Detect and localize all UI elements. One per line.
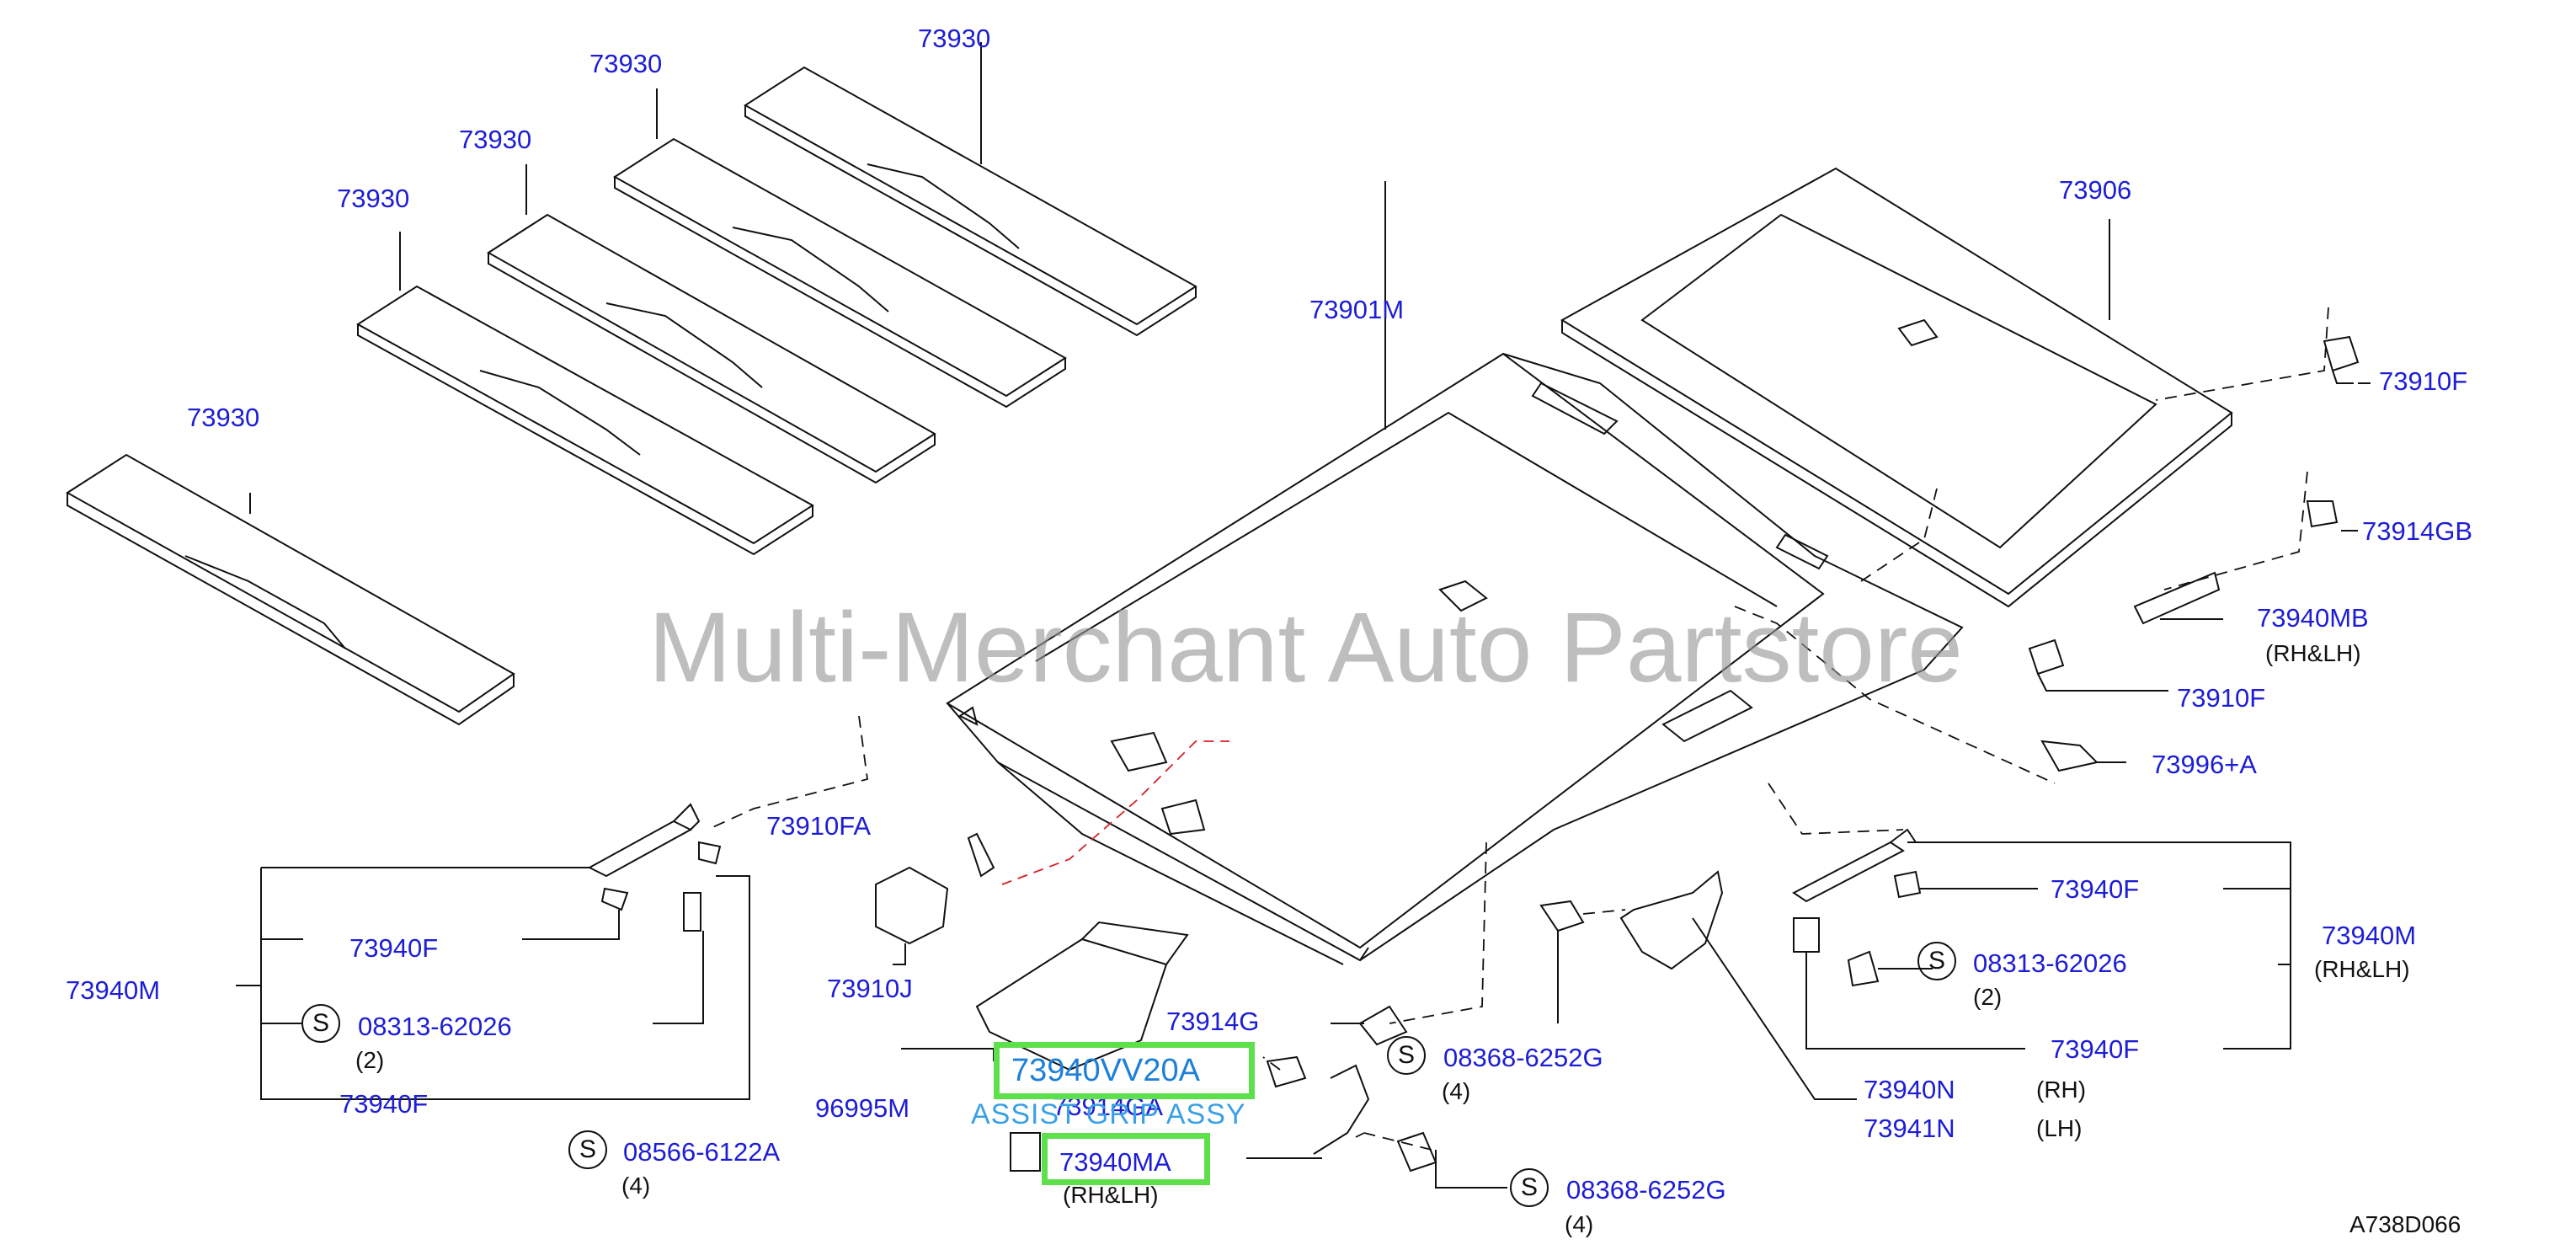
- label-73940n[interactable]: 73940N: [1864, 1075, 1955, 1104]
- label-73940m-right[interactable]: 73940M: [2322, 921, 2417, 950]
- caption-assist-grip-assy: ASSIST GRIP ASSY: [971, 1098, 1246, 1130]
- dashed-leaders: [707, 307, 2329, 1151]
- label-73940vv20a[interactable]: 73940VV20A: [1011, 1053, 1200, 1088]
- label-08313-right[interactable]: 08313-62026: [1973, 948, 2127, 978]
- label-73910j[interactable]: 73910J: [827, 974, 913, 1003]
- label-73930-2[interactable]: 73930: [337, 184, 410, 213]
- label-73930-4[interactable]: 73930: [589, 49, 663, 78]
- label-73930-3[interactable]: 73930: [459, 125, 532, 154]
- diagram-code: A738D066: [2349, 1211, 2461, 1237]
- label-73941n[interactable]: 73941N: [1864, 1114, 1955, 1143]
- right-grip-parts: [1396, 870, 1857, 1189]
- insulator-strip-1: [66, 453, 515, 726]
- label-73910fa[interactable]: 73910FA: [766, 811, 872, 841]
- highlight-box-73940ma[interactable]: 73940MA: [1042, 1133, 1210, 1185]
- label-73930-1[interactable]: 73930: [187, 403, 260, 432]
- label-qty-4-c2: (4): [1565, 1211, 1594, 1237]
- label-73906[interactable]: 73906: [2059, 175, 2132, 205]
- label-rhlh-3: (RH&LH): [2314, 956, 2410, 982]
- right-bracket-assy: [1792, 828, 2291, 1050]
- label-qty-2-right: (2): [1973, 984, 2003, 1010]
- label-73914gb[interactable]: 73914GB: [2362, 516, 2472, 546]
- label-73940f-left-1[interactable]: 73940F: [349, 933, 439, 963]
- label-73940f-right-1[interactable]: 73940F: [2051, 874, 2140, 904]
- label-08368-1[interactable]: 08368-6252G: [1443, 1043, 1603, 1072]
- insulator-strip-4: [613, 137, 1067, 409]
- store-watermark: Multi-Merchant Auto Partstore: [648, 592, 1963, 703]
- label-qty-4-left: (4): [621, 1173, 651, 1199]
- label-96995m[interactable]: 96995M: [815, 1093, 910, 1123]
- label-lh: (LH): [2036, 1115, 2083, 1141]
- label-73940m-left[interactable]: 73940M: [66, 975, 161, 1005]
- insulator-strip-2: [356, 285, 814, 556]
- label-qty-2-left: (2): [355, 1047, 385, 1073]
- headlining-rear: [1560, 167, 2233, 608]
- label-08313-left[interactable]: 08313-62026: [358, 1012, 512, 1041]
- label-rh: (RH): [2036, 1076, 2087, 1103]
- label-73930-5[interactable]: 73930: [918, 24, 991, 53]
- label-08368-2[interactable]: 08368-6252G: [1566, 1175, 1726, 1205]
- label-73996a[interactable]: 73996+A: [2152, 750, 2257, 779]
- label-qty-4-c1: (4): [1442, 1078, 1471, 1104]
- insulator-strip-3: [487, 213, 936, 484]
- headlining-main: [946, 352, 1964, 965]
- left-bracket-assy: [236, 803, 750, 1100]
- label-73940f-left-2[interactable]: 73940F: [339, 1089, 429, 1119]
- label-rhlh-2: (RH&LH): [1063, 1182, 1159, 1208]
- screw-s-badge-right: S: [1917, 942, 1956, 980]
- highlight-box-73940vv20a[interactable]: 73940VV20A: [994, 1042, 1255, 1099]
- leader-lines: [249, 42, 2371, 1024]
- label-73940ma[interactable]: 73940MA: [1059, 1147, 1171, 1177]
- label-73910f-mid[interactable]: 73910F: [2177, 683, 2266, 713]
- screw-s-badge-08566: S: [568, 1130, 607, 1169]
- red-dashed-leader: [1001, 740, 1229, 885]
- screw-s-badge-08368-1: S: [1387, 1036, 1426, 1075]
- label-73940mb[interactable]: 73940MB: [2257, 603, 2369, 633]
- label-73901m[interactable]: 73901M: [1309, 295, 1405, 324]
- label-73940f-right-2[interactable]: 73940F: [2051, 1034, 2140, 1064]
- label-rhlh-1: (RH&LH): [2265, 640, 2361, 666]
- screw-s-badge-left: S: [301, 1004, 340, 1043]
- screw-s-badge-08368-2: S: [1510, 1168, 1549, 1207]
- label-73914g[interactable]: 73914G: [1166, 1007, 1260, 1036]
- insulator-strip-5: [744, 66, 1197, 337]
- label-08566[interactable]: 08566-6122A: [623, 1137, 781, 1167]
- label-73910f-top[interactable]: 73910F: [2379, 366, 2468, 396]
